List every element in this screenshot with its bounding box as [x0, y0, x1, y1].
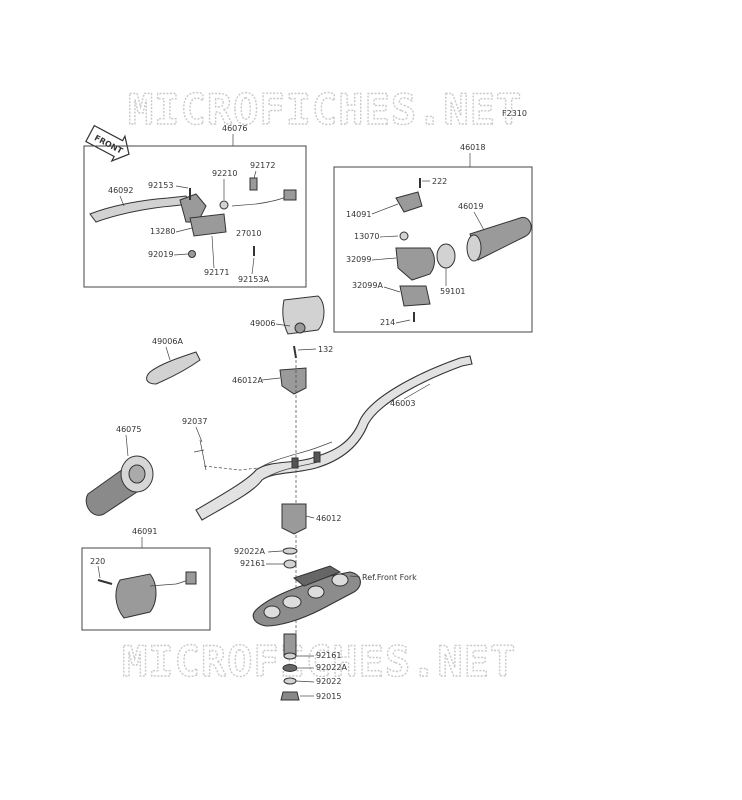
label-13070: 13070	[354, 232, 379, 241]
pad-49006A	[146, 351, 201, 385]
label-46012: 46012	[316, 514, 341, 523]
upper-clamp-46012A	[279, 367, 307, 395]
label-92019: 92019	[148, 250, 173, 259]
label-92210: 92210	[212, 169, 237, 178]
label-92153A: 92153A	[238, 275, 269, 284]
collar-13070	[399, 231, 409, 241]
label-49006A: 49006A	[152, 337, 183, 346]
washer-92022A-bottom	[282, 664, 298, 672]
handlebar-46003	[195, 355, 473, 521]
label-46092: 46092	[108, 186, 133, 195]
switch-housing-46091	[115, 573, 157, 619]
label-46076: 46076	[222, 124, 247, 133]
pad-49006	[282, 295, 325, 335]
label-92171: 92171	[204, 268, 229, 277]
label-46019: 46019	[458, 202, 483, 211]
washer-92210	[219, 200, 229, 210]
label-220: 220	[90, 557, 105, 566]
label-32099: 32099	[346, 255, 371, 264]
nut-92015	[280, 691, 300, 701]
label-59101: 59101	[440, 287, 465, 296]
label-92022A-top: 92022A	[234, 547, 265, 556]
ref-front-fork-label: Ref.Front Fork	[362, 573, 417, 582]
label-92022A-bottom: 92022A	[316, 663, 347, 672]
label-222: 222	[432, 177, 447, 186]
label-92015: 92015	[316, 692, 341, 701]
label-92022: 92022	[316, 677, 341, 686]
watermark-top: MICROFICHES.NET	[128, 85, 522, 134]
label-46091: 46091	[132, 527, 157, 536]
label-214: 214	[380, 318, 395, 327]
left-grip-46075	[85, 455, 154, 516]
bolt-92172	[249, 177, 258, 191]
label-92153: 92153	[148, 181, 173, 190]
lower-clamp-46012	[281, 503, 307, 535]
throttle-housing-lower	[399, 285, 431, 307]
washer-92022	[283, 677, 297, 685]
label-32099A: 32099A	[352, 281, 383, 290]
switch-27010	[283, 189, 297, 201]
label-92037: 92037	[182, 417, 207, 426]
throttle-cable-guide	[395, 191, 423, 213]
switch-box	[81, 547, 211, 631]
label-13280: 13280	[150, 227, 175, 236]
label-46012A: 46012A	[232, 376, 263, 385]
label-132: 132	[318, 345, 333, 354]
label-46075: 46075	[116, 425, 141, 434]
washer-92022A-top	[282, 547, 298, 555]
label-92161-bottom: 92161	[316, 651, 341, 660]
throttle-housing-upper	[395, 247, 435, 281]
lever-assembly-box	[83, 145, 307, 288]
throttle-assembly-box	[333, 166, 533, 333]
label-46003: 46003	[390, 399, 415, 408]
label-92172: 92172	[250, 161, 275, 170]
watermark-bottom: MICROFICHES.NET	[122, 637, 516, 686]
label-49006: 49006	[250, 319, 275, 328]
label-14091: 14091	[346, 210, 371, 219]
lever-clamp	[189, 213, 227, 237]
throttle-tube-59101	[436, 243, 456, 269]
figure-code: F2310	[502, 109, 527, 118]
collar-92161-top	[283, 559, 297, 569]
label-46018: 46018	[460, 143, 485, 152]
lever-holder	[179, 193, 207, 223]
clutch-lever	[89, 195, 191, 223]
nut-92019	[188, 250, 196, 258]
label-92161-top: 92161	[240, 559, 265, 568]
throttle-grip-46019	[469, 216, 532, 261]
label-27010: 27010	[236, 229, 261, 238]
